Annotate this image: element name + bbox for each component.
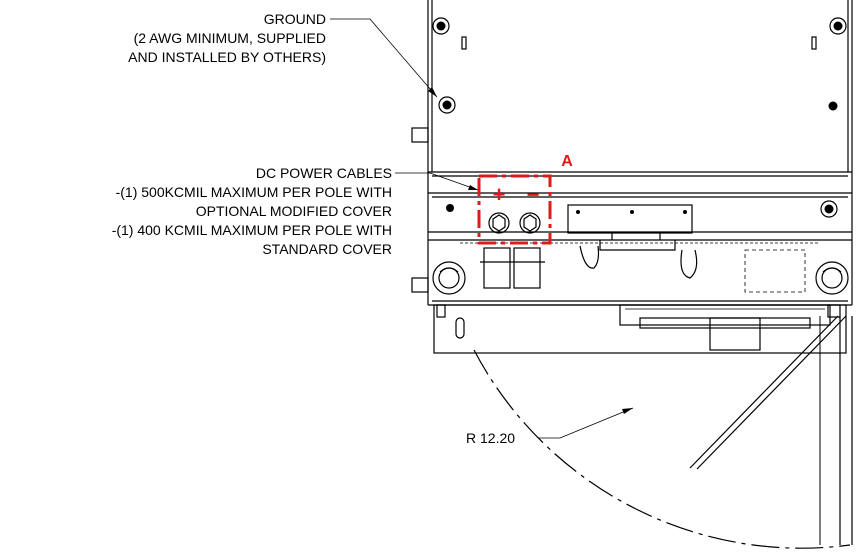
dc-power-callout: DC POWER CABLES -(1) 500KCMIL MAXIMUM PE…	[112, 165, 479, 257]
dc-power-note-line-1: -(1) 500KCMIL MAXIMUM PER POLE WITH	[116, 184, 392, 200]
radius-label: R 12.20	[466, 430, 515, 446]
ground-callout: GROUND (2 AWG MINIMUM, SUPPLIED AND INST…	[128, 11, 438, 98]
detail-a-highlight: + − A	[477, 153, 573, 245]
panel-screws	[432, 17, 847, 218]
dc-power-label: DC POWER CABLES	[256, 165, 392, 181]
base-skid	[433, 304, 847, 354]
ground-note-line-1: (2 AWG MINIMUM, SUPPLIED	[134, 30, 326, 46]
dc-power-note-line-4: STANDARD COVER	[262, 241, 392, 257]
negative-terminal-sign: −	[527, 182, 540, 207]
panel-slot	[811, 36, 817, 50]
radius-callout: R 12.20	[466, 407, 634, 446]
panel-slot	[461, 36, 467, 50]
ground-label: GROUND	[264, 11, 326, 27]
ground-note-line-2: AND INSTALLED BY OTHERS)	[128, 49, 326, 65]
door-swing	[473, 315, 853, 549]
lower-compartment	[427, 171, 853, 306]
dc-power-note-line-2: OPTIONAL MODIFIED COVER	[196, 203, 392, 219]
positive-terminal-sign: +	[493, 182, 506, 207]
cabinet-body	[411, 0, 853, 293]
detail-marker-a: A	[561, 153, 573, 170]
dc-power-note-line-3: -(1) 400 KCMIL MAXIMUM PER POLE WITH	[112, 222, 392, 238]
